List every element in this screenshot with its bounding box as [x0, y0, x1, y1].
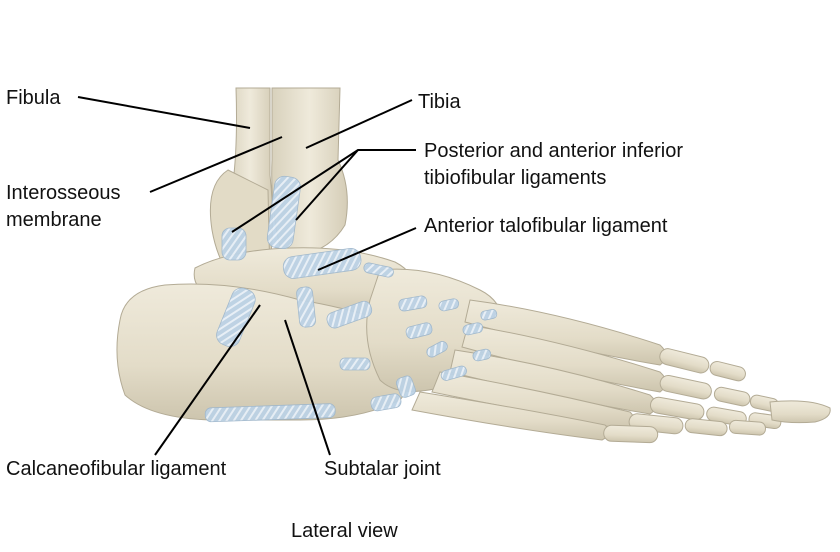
label-tibia: Tibia — [418, 91, 461, 113]
leader-interosseous — [149, 136, 283, 193]
leader-subtalar — [284, 319, 331, 456]
label-calcaneofibular: Calcaneofibular ligament — [6, 458, 227, 480]
label-interosseous-line2: membrane — [6, 209, 102, 231]
label-subtalar: Subtalar joint — [324, 458, 441, 480]
label-fibula: Fibula — [6, 87, 61, 109]
label-interosseous-line1: Interosseous — [6, 182, 121, 204]
label-anterior-talofibular: Anterior talofibular ligament — [424, 215, 668, 237]
leader-lines — [77, 96, 417, 456]
label-tibiofibular-line1: Posterior and anterior inferior — [424, 140, 684, 162]
leader-calcaneofibular — [154, 304, 261, 456]
ligaments — [204, 175, 498, 423]
metatarsal-bones — [411, 299, 667, 441]
leader-tibiofibular-branch — [295, 149, 359, 221]
leader-tibia — [305, 99, 413, 149]
leader-anterior-talofibular — [317, 227, 417, 271]
phalanges — [603, 348, 831, 444]
label-view: Lateral view — [291, 520, 398, 542]
label-tibiofibular-line2: tibiofibular ligaments — [424, 167, 607, 189]
leader-fibula — [77, 96, 251, 129]
